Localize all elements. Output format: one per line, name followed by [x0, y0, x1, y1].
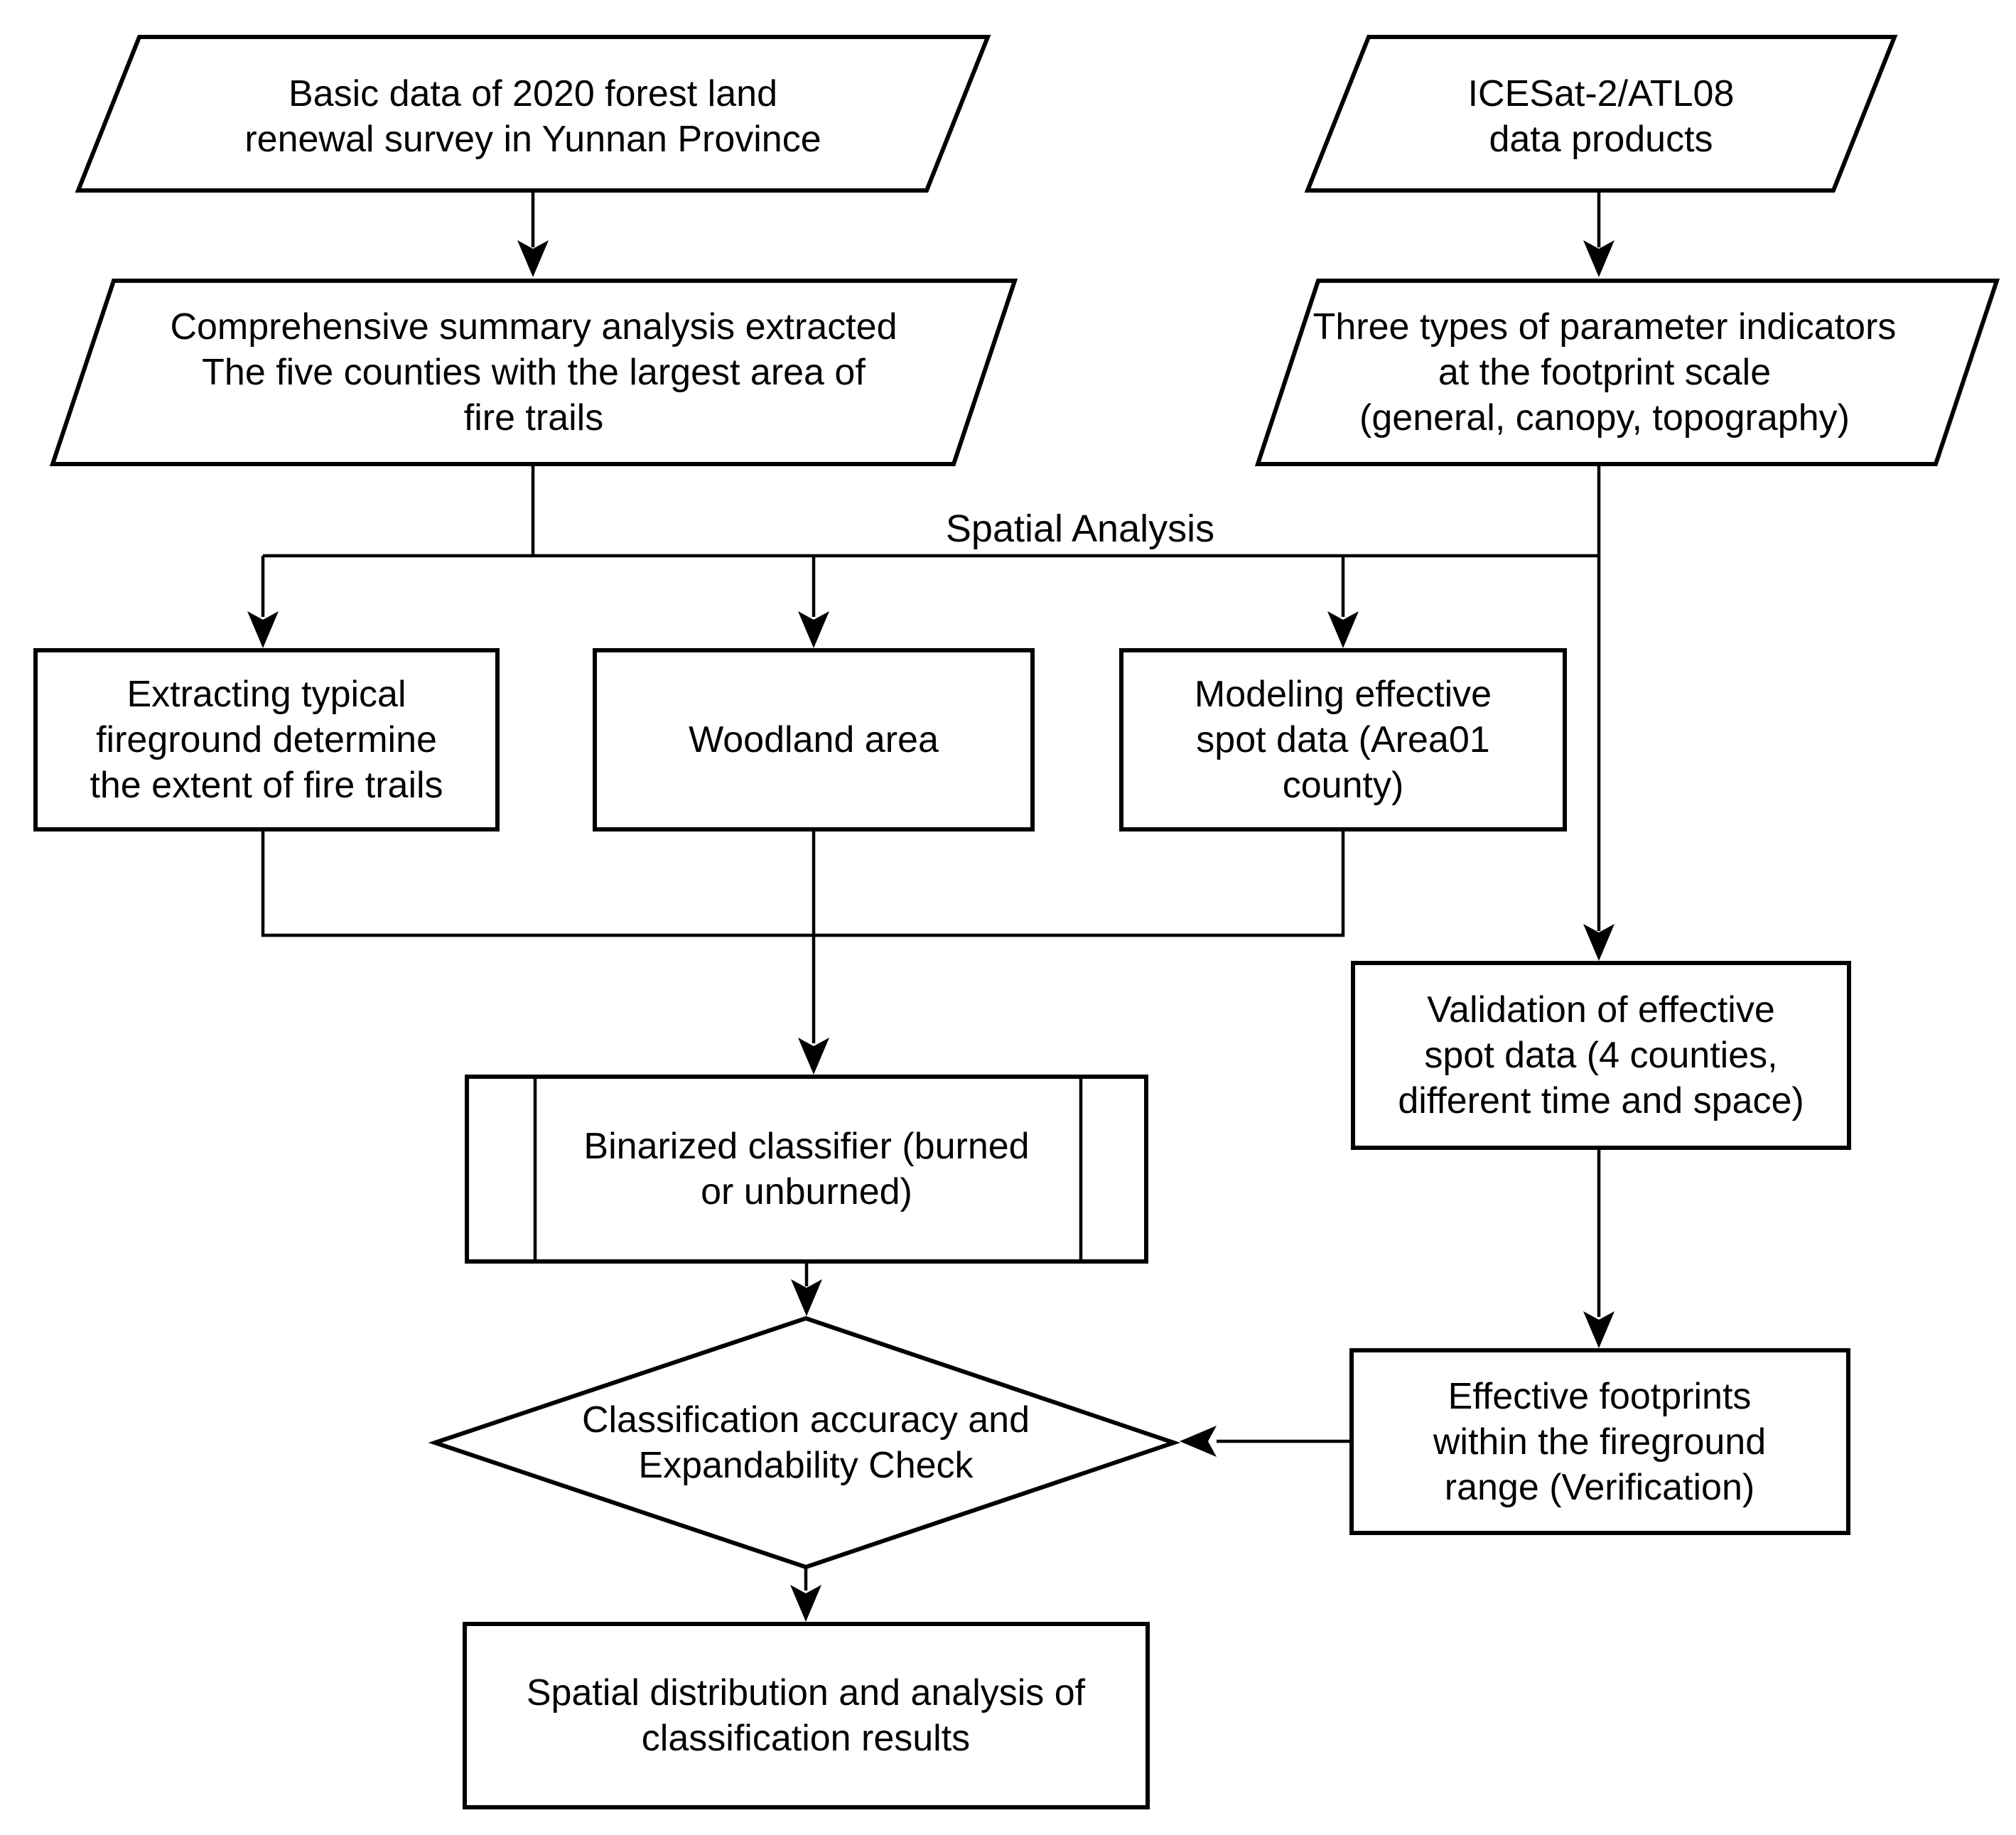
arrowhead-to-decision-top	[791, 1279, 822, 1316]
node-binarized-shape	[465, 1075, 1148, 1264]
node-result-shape	[463, 1622, 1150, 1809]
node-icesat-shape	[1304, 35, 1898, 193]
arrowhead-icesat-to-indicators	[1583, 240, 1615, 277]
node-icesat-label: ICESat-2/ATL08 data products	[1467, 73, 1735, 160]
arrowhead-to-validation	[1583, 924, 1615, 961]
node-decision-label: Classification accuracy and Expandabilit…	[581, 1399, 1030, 1486]
node-basic-data-label: Basic data of 2020 forest land renewal s…	[244, 73, 821, 160]
node-validation-label: Validation of effective spot data (4 cou…	[1398, 989, 1804, 1121]
arrowhead-to-extract	[247, 611, 279, 648]
node-extract-fireground-label: Extracting typical fireground determine …	[90, 674, 443, 806]
arrowhead-to-effective	[1583, 1311, 1615, 1348]
node-summary-shape	[49, 279, 1018, 466]
arrowhead-to-decision-right	[1180, 1426, 1217, 1457]
arrowhead-basic-to-summary	[517, 240, 549, 277]
arrowhead-to-binarized	[798, 1038, 829, 1075]
arrowhead-to-woodland	[798, 611, 829, 648]
node-decision-shape	[428, 1315, 1181, 1570]
node-effective-footprints-shape	[1349, 1348, 1850, 1535]
node-validation-shape	[1351, 961, 1851, 1150]
node-summary-label: Comprehensive summary analysis extracted…	[170, 306, 898, 438]
spatial-analysis-label: Spatial Analysis	[945, 507, 1215, 550]
node-effective-footprints-label: Effective footprints within the firegrou…	[1433, 1375, 1767, 1508]
node-modeling-label: Modeling effective spot data (Area01 cou…	[1194, 674, 1492, 806]
node-indicators-label: Three types of parameter indicators at t…	[1312, 306, 1897, 438]
node-extract-fireground-shape	[33, 648, 500, 832]
arrowhead-to-result	[790, 1585, 821, 1622]
node-result-label: Spatial distribution and analysis of cla…	[526, 1672, 1086, 1759]
node-woodland-shape	[593, 648, 1035, 832]
node-binarized-label: Binarized classifier (burned or unburned…	[583, 1126, 1030, 1212]
node-indicators-shape	[1254, 279, 2000, 466]
node-woodland-label: Woodland area	[689, 719, 939, 760]
arrowhead-to-modeling	[1327, 611, 1359, 648]
node-modeling-shape	[1119, 648, 1567, 832]
node-basic-data-shape	[75, 35, 991, 193]
